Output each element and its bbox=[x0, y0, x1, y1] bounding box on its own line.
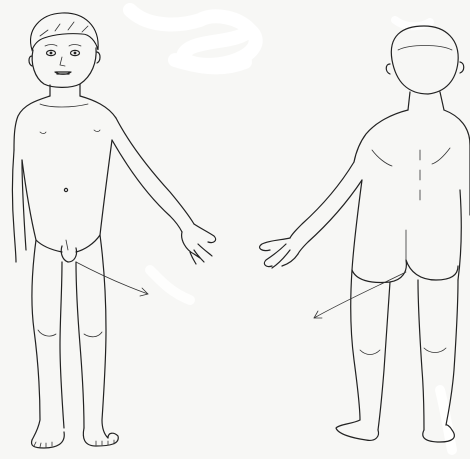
front-annotation-arrow bbox=[76, 262, 148, 296]
back-view-figure bbox=[260, 26, 470, 442]
front-view-figure bbox=[13, 13, 216, 448]
erasure-marks bbox=[130, 10, 452, 450]
